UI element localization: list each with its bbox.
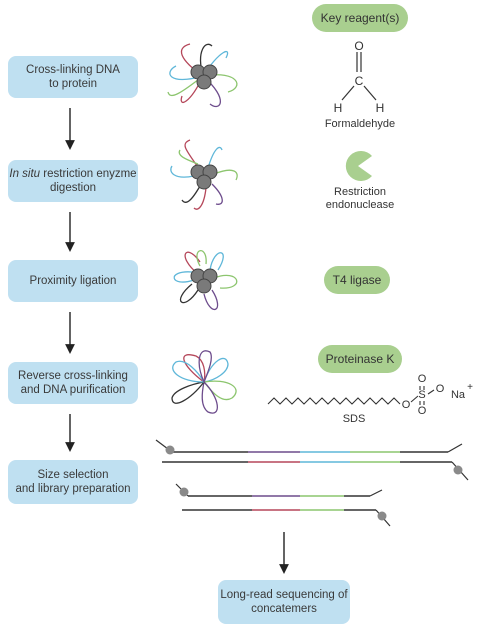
step-size-selection: Size selection and library preparation	[8, 460, 138, 504]
step-proximity-ligation: Proximity ligation	[8, 260, 138, 302]
sds-label: SDS	[342, 413, 366, 425]
in-situ-italic: In situ	[9, 168, 41, 180]
step-digestion: In situ restriction enyzme digestion	[8, 160, 138, 202]
sds-o-ester: O	[402, 399, 411, 411]
sds-s: S	[418, 389, 425, 401]
chromatin-digested-icon	[170, 139, 238, 210]
hairpin-adapter-icon	[453, 465, 463, 475]
hairpin-adapter-icon	[179, 487, 189, 497]
step-size-line1: Size selection	[37, 469, 109, 481]
step-size-line2: and library preparation	[15, 483, 131, 495]
concatemer-short	[175, 483, 391, 527]
sds-bond-so-right	[427, 389, 435, 395]
chromatin-ligated-icon	[173, 250, 238, 311]
step-long-read-sequencing: Long-read sequencing of concatemers	[218, 580, 350, 624]
chromatin-crosslinked-icon	[167, 43, 238, 108]
restriction-enzyme-icon	[345, 151, 372, 181]
key-reagents-header: Key reagent(s)	[312, 4, 408, 32]
formaldehyde-o: O	[354, 39, 363, 53]
sds-bond-os	[410, 395, 419, 403]
dna-purified-loops-icon	[171, 350, 237, 414]
final-line2: concatemers	[251, 603, 317, 615]
enzyme-label-line1: Restriction	[334, 186, 386, 198]
step-reverse-cross-linking: Reverse cross-linking and DNA purificati…	[8, 362, 138, 404]
formaldehyde-c: C	[355, 74, 364, 88]
formaldehyde-structure-icon	[341, 52, 377, 101]
formaldehyde-h-right: H	[376, 101, 385, 115]
t4-ligase-pill: T4 ligase	[324, 266, 390, 294]
step-reverse-line2: and DNA purification	[20, 384, 126, 396]
step-digestion-line1: In situ restriction enyzme	[9, 167, 136, 181]
proteinase-k-pill: Proteinase K	[318, 345, 402, 373]
enzyme-label: Restriction endonuclease	[318, 186, 402, 212]
step-proximity-ligation-label: Proximity ligation	[29, 275, 117, 287]
step-cross-linking-line2: to protein	[49, 78, 97, 90]
formaldehyde-h-left: H	[334, 101, 343, 115]
step-digestion-line2: digestion	[49, 182, 97, 194]
step-digestion-line1-rest: restriction enyzme	[40, 168, 137, 180]
hairpin-adapter-icon	[165, 445, 175, 455]
sds-o-top: O	[418, 373, 427, 385]
sds-na: Na	[451, 389, 466, 401]
sds-na-charge: +	[467, 382, 473, 393]
step-reverse-line1: Reverse cross-linking	[18, 370, 128, 382]
sds-o-right: O	[436, 383, 445, 395]
hairpin-adapter-icon	[377, 511, 387, 521]
step-cross-linking: Cross-linking DNA to protein	[8, 56, 138, 98]
final-line1: Long-read sequencing of	[220, 589, 348, 601]
sds-o-bottom: O	[418, 405, 427, 417]
sds-carbon-chain	[267, 397, 401, 405]
step-cross-linking-line1: Cross-linking DNA	[26, 64, 120, 76]
formaldehyde-label: Formaldehyde	[324, 118, 396, 130]
enzyme-label-line2: endonuclease	[325, 199, 395, 211]
concatemer-long	[155, 439, 469, 481]
